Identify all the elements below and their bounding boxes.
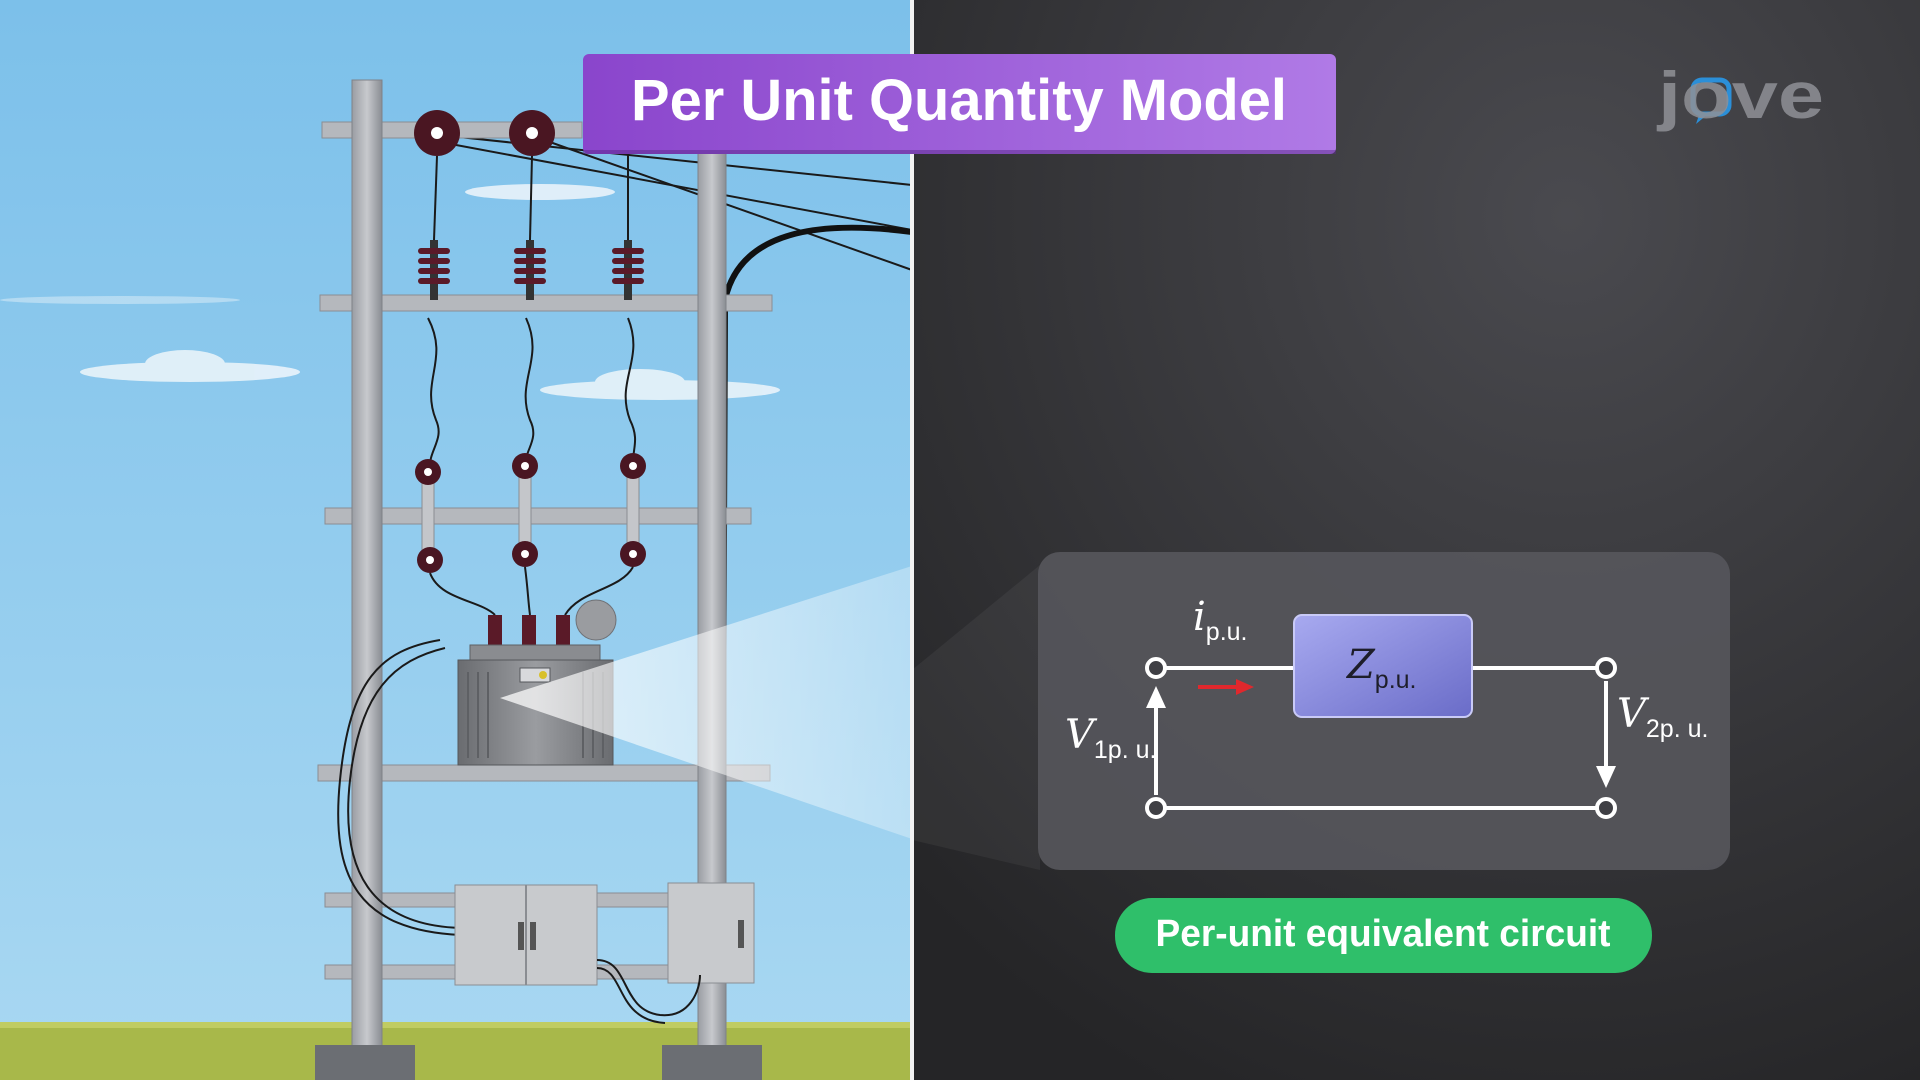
substation-illustration xyxy=(0,0,1040,1080)
clouds xyxy=(0,184,780,400)
ground xyxy=(0,1022,912,1080)
fuse-cutouts xyxy=(415,453,646,573)
terminal-node-top-right xyxy=(1595,657,1617,679)
feeder-cable xyxy=(719,224,913,1001)
output-voltage-arrow xyxy=(1596,681,1616,788)
terminal-node-bottom-left xyxy=(1145,797,1167,819)
insulator-icon xyxy=(418,240,644,300)
terminal-node-bottom-right xyxy=(1595,797,1617,819)
input-voltage-label: V1p. u. xyxy=(1065,712,1156,764)
logo-bubble-icon xyxy=(1690,77,1732,117)
circuit-diagram: Zp.u. ip.u. V1p. u. V2p. u. xyxy=(1038,552,1730,870)
caption-pill: Per-unit equivalent circuit xyxy=(1115,898,1652,973)
current-arrow xyxy=(1198,679,1254,695)
divider xyxy=(910,0,914,1080)
cabinet-icon xyxy=(454,882,755,986)
input-voltage-arrow xyxy=(1146,686,1166,795)
title-banner: Per Unit Quantity Model xyxy=(583,54,1336,154)
impedance-box xyxy=(1293,614,1473,718)
page-title: Per Unit Quantity Model xyxy=(631,68,1287,133)
impedance-label: Zp.u. xyxy=(1345,642,1417,694)
current-label: ip.u. xyxy=(1193,594,1248,646)
caption-text: Per-unit equivalent circuit xyxy=(1156,913,1611,955)
top-insulators xyxy=(414,110,555,156)
circuit-wires xyxy=(1164,666,1596,810)
logo-text: jove xyxy=(1655,58,1824,132)
output-voltage-label: V2p. u. xyxy=(1617,691,1708,743)
terminal-node-top-left xyxy=(1145,657,1167,679)
jove-logo: jove xyxy=(1655,58,1824,132)
callout-beam xyxy=(500,555,1040,870)
